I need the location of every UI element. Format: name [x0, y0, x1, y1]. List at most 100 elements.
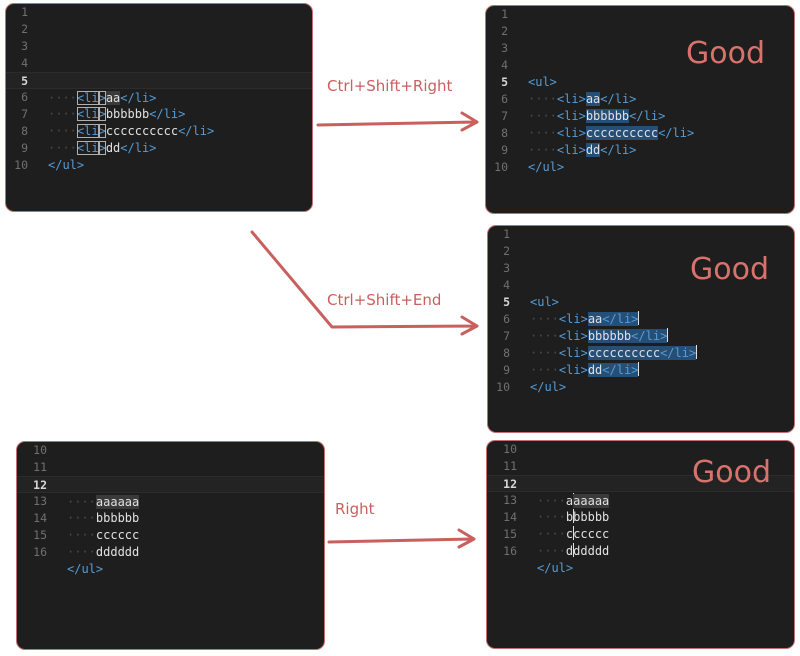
line-number: 10 [33, 443, 47, 457]
line-number-active: 5 [21, 74, 28, 88]
line-number: 15 [503, 527, 517, 541]
code-line[interactable]: ····dddddd [67, 545, 140, 559]
line-number: 1 [21, 5, 28, 19]
multi-cursor: > [98, 107, 106, 121]
line-number: 3 [501, 41, 508, 55]
line-number: 10 [14, 158, 28, 172]
code-line[interactable]: ····aaaaaa [67, 495, 140, 509]
code-line[interactable]: ····<li>aa</li> [48, 91, 157, 105]
line-number: 9 [21, 141, 28, 155]
selection: cccccccccc [585, 126, 659, 140]
code-line[interactable]: ····<li>bbbbbb</li> [530, 328, 668, 343]
verdict-good: Good [686, 36, 765, 71]
line-number: 9 [503, 363, 510, 377]
line-number-active: 12 [503, 477, 517, 491]
code-line[interactable]: ····<li>bbbbbb</li> [528, 109, 666, 123]
line-number: 7 [21, 107, 28, 121]
multi-cursor: > [98, 141, 106, 155]
line-number: 14 [503, 510, 517, 524]
editor-after-ctrl-shift-end: 1 2 3 4 <ul> 5 ····<li>aa</li> 6 ····<li… [487, 225, 795, 433]
line-number: 6 [501, 92, 508, 106]
editor-before-2: 10 11 <ul> 12 ····aaaaaa 13 ····bbbbbb 1… [16, 441, 325, 650]
line-number: 11 [33, 460, 47, 474]
label-ctrl-shift-end: Ctrl+Shift+End [327, 291, 442, 309]
line-number-active: 5 [503, 295, 510, 309]
selection: dd</li> [587, 363, 639, 377]
code-line[interactable]: ····cccccc [67, 528, 140, 542]
line-number: 2 [501, 24, 508, 38]
code-line[interactable]: ····<li>aa</li> [528, 92, 637, 106]
selection: cccccccccc</li> [587, 346, 697, 360]
line-number: 4 [503, 278, 510, 292]
code-line[interactable]: ····<li>dd</li> [528, 143, 637, 157]
line-number: 6 [503, 312, 510, 326]
code-line[interactable]: ····<li>cccccccccc</li> [528, 126, 695, 140]
verdict-good: Good [690, 252, 769, 287]
code-ul-close[interactable]: </ul> [528, 160, 565, 174]
code-line[interactable]: ····bbbbbb [537, 509, 610, 524]
code-line[interactable]: ····<li>aa</li> [530, 311, 639, 326]
label-right: Right [335, 500, 375, 518]
line-number: 7 [503, 329, 510, 343]
line-number: 2 [503, 244, 510, 258]
line-number: 10 [496, 380, 510, 394]
text-caret [572, 509, 574, 523]
line-number: 3 [21, 39, 28, 53]
line-number: 13 [503, 493, 517, 507]
selection: bbbbbb [585, 109, 630, 123]
code-ul-open[interactable]: <ul> [528, 75, 557, 89]
multi-cursor: <li [76, 107, 99, 121]
text-caret [572, 543, 574, 557]
selection: aa [585, 92, 601, 106]
line-number: 13 [33, 494, 47, 508]
line-number: 16 [503, 544, 517, 558]
line-number: 3 [503, 261, 510, 275]
code-ul-close[interactable]: </ul> [537, 561, 574, 575]
line-number: 8 [501, 126, 508, 140]
code-line[interactable]: ····<li>cccccccccc</li> [530, 345, 697, 360]
line-number: 14 [33, 511, 47, 525]
multi-cursor: <li [76, 141, 99, 155]
arrow-right [327, 528, 476, 549]
code-ul-close[interactable]: </ul> [48, 158, 85, 172]
multi-cursor: > [98, 91, 106, 105]
line-number: 4 [21, 56, 28, 70]
code-line[interactable]: ····<li>cccccccccc</li> [48, 124, 215, 138]
line-number: 10 [503, 442, 517, 456]
code-line[interactable]: ····<li>dd</li> [48, 141, 157, 155]
arrow-ctrl-shift-right [316, 111, 479, 132]
line-number: 9 [501, 143, 508, 157]
editor-after-ctrl-shift-right: 1 2 3 4 <ul> 5 ····<li>aa</li> 6 ····<li… [485, 5, 795, 214]
line-number-active: 5 [501, 75, 508, 89]
code-line[interactable]: ····<li>bbbbbb</li> [48, 107, 186, 121]
line-number-active: 12 [33, 478, 47, 492]
code-line[interactable]: ····<li>dd</li> [530, 362, 639, 377]
multi-cursor: <li [76, 124, 99, 138]
text-caret [572, 526, 574, 540]
code-line[interactable]: ····aaaaaa [537, 493, 610, 508]
text-caret [666, 328, 668, 342]
editor-after-right: 10 11 <ul> 12 ····aaaaaa 13 ····bbbbbb 1… [486, 440, 795, 649]
verdict-good: Good [692, 455, 771, 490]
selection: aa</li> [587, 312, 639, 326]
code-ul-close[interactable]: </ul> [67, 562, 104, 576]
editor-before-1: 1 2 3 4 <ul> 5 ····<li>aa</li> 6 ····<li… [5, 3, 313, 212]
line-number: 8 [503, 346, 510, 360]
code-line[interactable]: ····cccccc [537, 526, 610, 541]
code-ul-close[interactable]: </ul> [530, 380, 567, 394]
multi-cursor: > [98, 124, 106, 138]
line-number: 15 [33, 528, 47, 542]
text-caret [637, 362, 639, 376]
text-caret [637, 311, 639, 325]
line-number: 4 [501, 58, 508, 72]
label-ctrl-shift-right: Ctrl+Shift+Right [327, 77, 453, 95]
arrow-ctrl-shift-end [250, 230, 479, 336]
code-line[interactable]: ····bbbbbb [67, 511, 140, 525]
code-ul-open[interactable]: <ul> [530, 295, 559, 309]
code-line[interactable]: ····dddddd [537, 543, 610, 558]
line-number: 1 [501, 7, 508, 21]
selection: dd [585, 143, 601, 157]
line-number: 2 [21, 22, 28, 36]
line-number: 7 [501, 109, 508, 123]
